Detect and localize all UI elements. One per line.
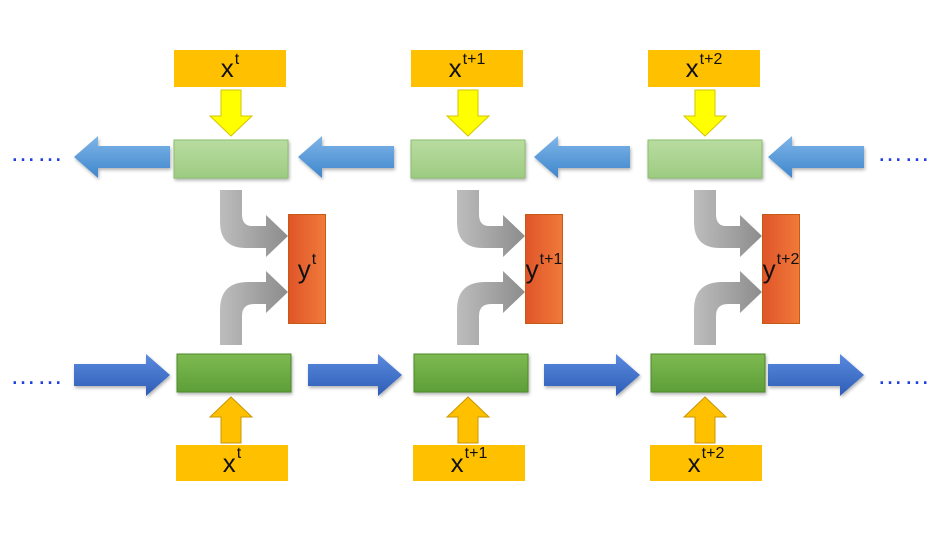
ellipsis-top-right: …… bbox=[877, 137, 931, 167]
ellipsis-bottom-left: …… bbox=[10, 360, 64, 390]
input-label-top-superscript: t+1 bbox=[462, 50, 486, 68]
input-label-bottom-base: x bbox=[687, 447, 701, 478]
input-label-top-superscript: t+2 bbox=[699, 50, 723, 68]
input-arrow-up bbox=[445, 396, 491, 444]
backward-cell bbox=[647, 139, 763, 179]
input-label-bottom-base: x bbox=[222, 447, 236, 478]
input-label-bottom-superscript: t+2 bbox=[701, 445, 725, 462]
input-arrow-down bbox=[682, 89, 728, 137]
input-label-bottom-superscript: t+1 bbox=[464, 445, 488, 462]
ellipsis-bottom-right: …… bbox=[877, 360, 931, 390]
ellipsis-top-left: …… bbox=[10, 137, 64, 167]
input-label-top-base: x bbox=[685, 53, 699, 83]
backward-cell bbox=[410, 139, 526, 179]
output-box-base: y bbox=[297, 253, 311, 284]
input-label-bottom-superscript: t bbox=[236, 445, 242, 462]
output-box-base: y bbox=[525, 253, 539, 284]
backward-arrow-right-edge bbox=[768, 136, 864, 178]
output-box-base: y bbox=[762, 253, 776, 284]
merge-arrow bbox=[457, 271, 525, 345]
forward-arrow bbox=[308, 354, 402, 396]
backward-arrow bbox=[298, 136, 394, 178]
forward-arrow-left-edge bbox=[74, 354, 170, 396]
input-arrow-up bbox=[682, 396, 728, 444]
merge-arrow bbox=[694, 271, 762, 345]
merge-arrow bbox=[694, 190, 762, 257]
forward-arrow bbox=[544, 354, 640, 396]
input-label-top-base: x bbox=[448, 53, 462, 83]
forward-cell bbox=[650, 353, 766, 393]
input-arrow-down bbox=[445, 89, 491, 137]
backward-arrow bbox=[534, 136, 630, 178]
output-box-superscript: t+1 bbox=[539, 251, 563, 268]
input-label-top-base: x bbox=[220, 53, 234, 83]
backward-cell bbox=[173, 139, 289, 179]
input-label-top-superscript: t bbox=[234, 50, 240, 68]
input-arrow-down bbox=[208, 89, 254, 137]
merge-arrow bbox=[220, 190, 288, 257]
forward-cell bbox=[413, 353, 529, 393]
backward-arrow-left-edge bbox=[74, 136, 170, 178]
input-label-bottom-base: x bbox=[450, 447, 464, 478]
input-arrow-up bbox=[208, 396, 254, 444]
output-box-superscript: t bbox=[311, 251, 317, 268]
forward-cell bbox=[176, 353, 292, 393]
merge-arrow bbox=[220, 271, 288, 345]
merge-arrow bbox=[457, 190, 525, 257]
forward-arrow-right-edge bbox=[768, 354, 864, 396]
output-box-superscript: t+2 bbox=[776, 251, 800, 268]
